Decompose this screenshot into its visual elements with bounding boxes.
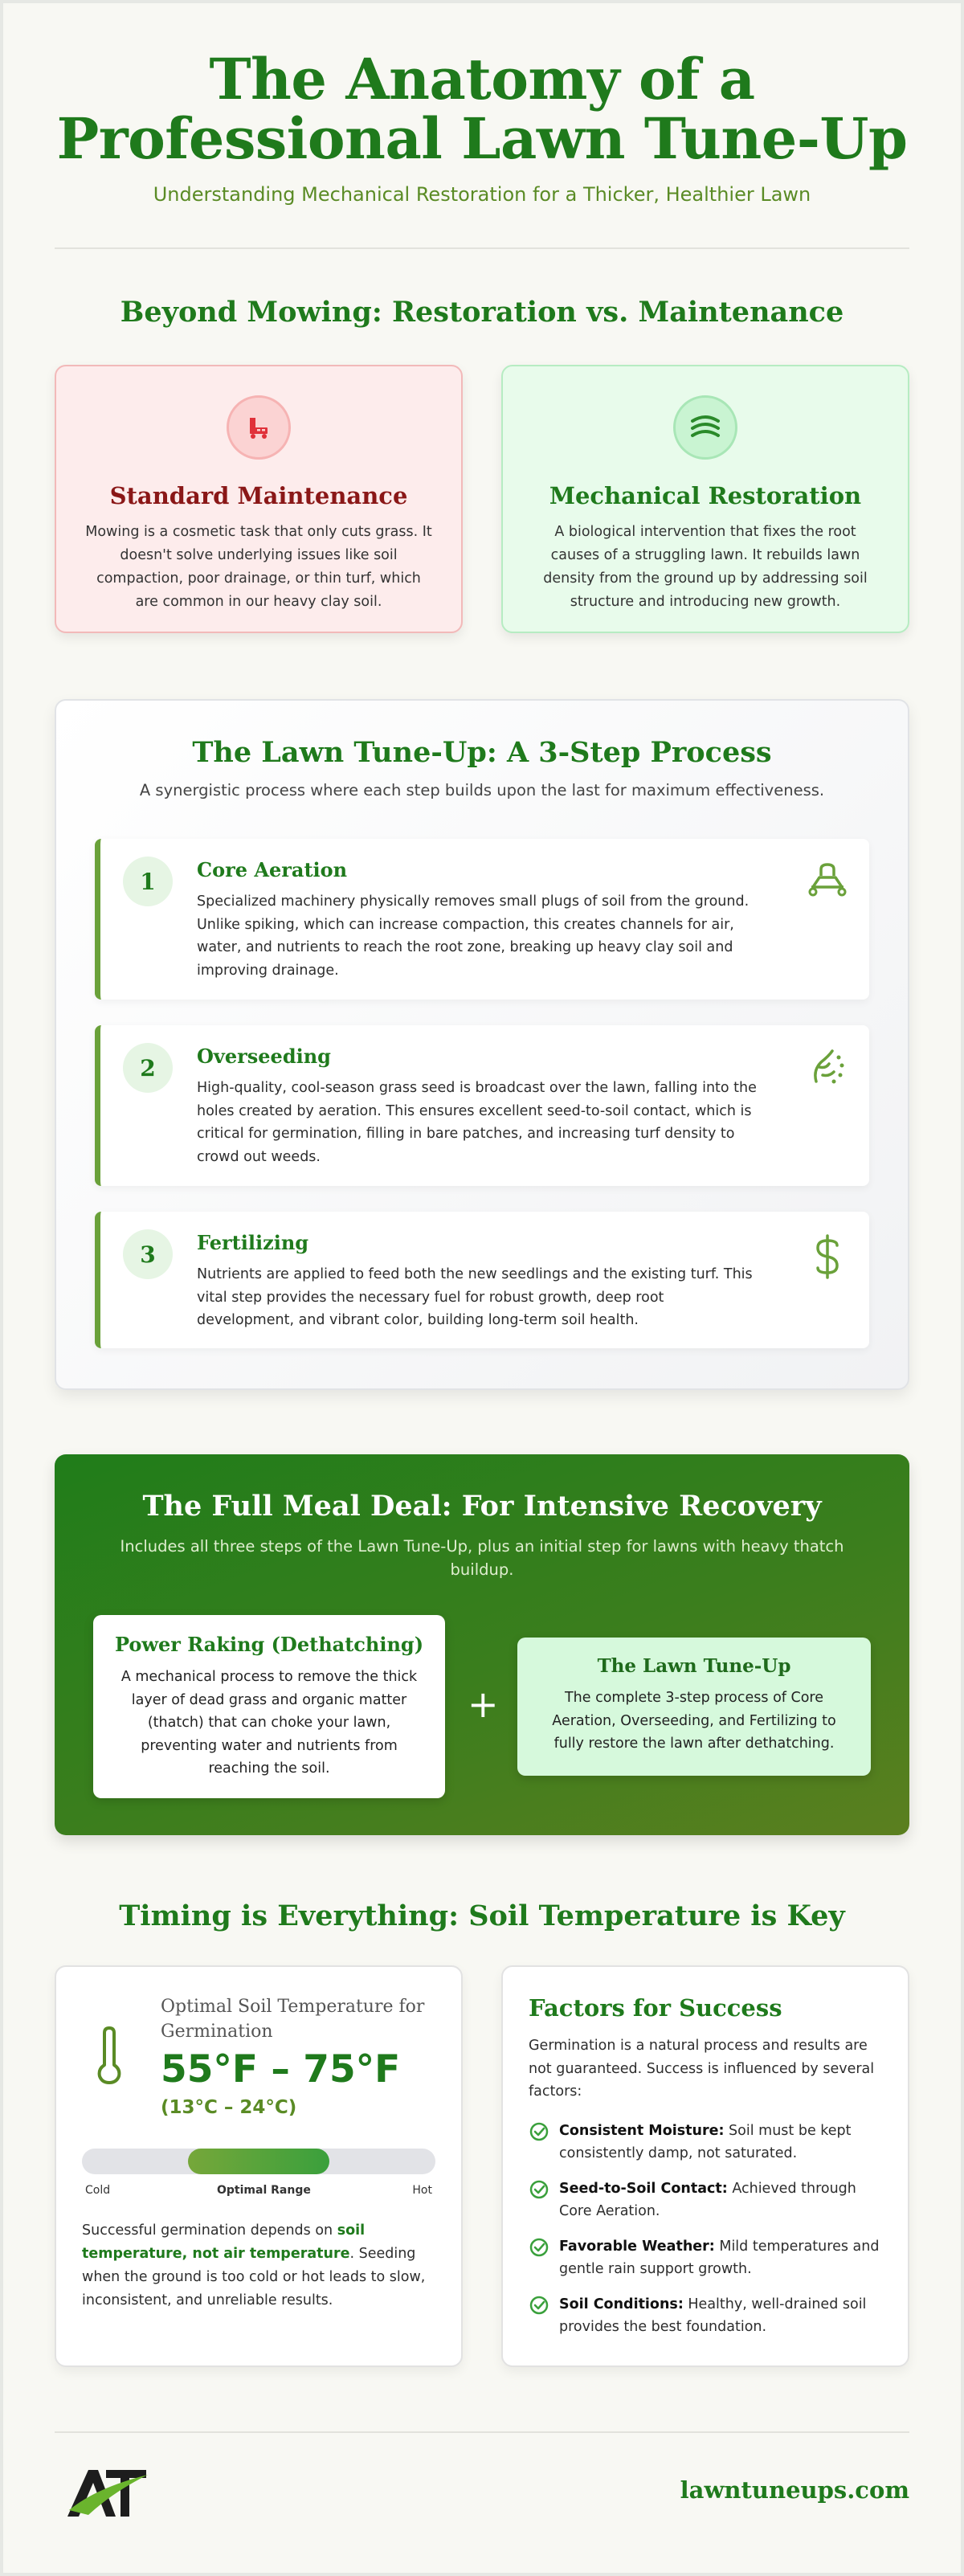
factor-item: Consistent Moisture: Soil must be kept c… xyxy=(529,2120,887,2165)
process-lead: A synergistic process where each step bu… xyxy=(139,781,825,799)
card-title: Mechanical Restoration xyxy=(549,482,862,509)
hero-header: The Anatomy of a Professional Lawn Tune-… xyxy=(55,50,909,206)
card-text: Mowing is a cosmetic task that only cuts… xyxy=(85,524,432,610)
step-fertilizing: 3 Fertilizing Nutrients are applied to f… xyxy=(95,1212,869,1348)
mechanical-restoration-card: Mechanical Restoration A biological inte… xyxy=(501,365,909,633)
check-circle-icon xyxy=(529,2296,549,2315)
full-meal-deal-panel: The Full Meal Deal: For Intensive Recove… xyxy=(55,1454,909,1835)
temp-explanation: Successful germination depends on soil t… xyxy=(82,2222,426,2308)
standard-maintenance-card: Standard Maintenance Mowing is a cosmeti… xyxy=(55,365,463,633)
power-raking-box: Power Raking (Dethatching) A mechanical … xyxy=(93,1615,445,1798)
step-text: High-quality, cool-season grass seed is … xyxy=(197,1080,757,1165)
footer-divider xyxy=(55,2431,909,2433)
meal-deal-title: The Full Meal Deal: For Intensive Recove… xyxy=(142,1490,822,1523)
temperature-range-bar xyxy=(82,2149,435,2174)
step-number: 2 xyxy=(123,1043,173,1093)
step-title: Overseeding xyxy=(197,1045,331,1068)
factors-title: Factors for Success xyxy=(529,1994,782,2022)
step-title: Core Aeration xyxy=(197,858,348,881)
box-text: A mechanical process to remove the thick… xyxy=(120,1669,418,1777)
seed-icon xyxy=(805,1046,850,1091)
factors-card: Factors for Success Germination is a nat… xyxy=(501,1965,909,2367)
timing-title: Timing is Everything: Soil Temperature i… xyxy=(119,1899,845,1932)
check-circle-icon xyxy=(529,2238,549,2257)
step-core-aeration: 1 Core Aeration Specialized machinery ph… xyxy=(95,839,869,1000)
step-text: Specialized machinery physically removes… xyxy=(197,893,750,979)
step-number: 3 xyxy=(123,1229,173,1279)
website-link[interactable]: lawntuneups.com xyxy=(680,2476,909,2504)
temp-fahrenheit: 55°F – 75°F xyxy=(161,2047,401,2091)
temp-heading: Optimal Soil Temperature for Germination xyxy=(161,1997,425,2042)
box-text: The complete 3-step process of Core Aera… xyxy=(552,1690,836,1752)
factor-item: Favorable Weather: Mild temperatures and… xyxy=(529,2235,887,2280)
company-logo xyxy=(64,2464,153,2525)
aerator-icon xyxy=(805,860,850,905)
meal-deal-lead: Includes all three steps of the Lawn Tun… xyxy=(120,1537,844,1579)
process-panel: The Lawn Tune-Up: A 3-Step Process A syn… xyxy=(55,699,909,1390)
label-optimal: Optimal Range xyxy=(217,2184,311,2197)
comparison-title: Beyond Mowing: Restoration vs. Maintenan… xyxy=(120,296,844,329)
box-title: Power Raking (Dethatching) xyxy=(114,1633,424,1656)
lawnmower-icon xyxy=(227,395,291,460)
page-subtitle: Understanding Mechanical Restoration for… xyxy=(153,183,811,206)
factors-lead: Germination is a natural process and res… xyxy=(529,2038,875,2100)
label-cold: Cold xyxy=(85,2184,111,2197)
factor-item: Soil Conditions: Healthy, well-drained s… xyxy=(529,2293,887,2338)
temp-celsius: (13°C – 24°C) xyxy=(161,2097,297,2118)
process-title: The Lawn Tune-Up: A 3-Step Process xyxy=(192,736,772,769)
optimal-range-fill xyxy=(188,2149,329,2174)
soil-temperature-card: Optimal Soil Temperature for Germination… xyxy=(55,1965,463,2367)
lawn-tune-up-box: The Lawn Tune-Up The complete 3-step pro… xyxy=(517,1638,871,1776)
grass-layers-icon xyxy=(673,395,737,460)
step-number: 1 xyxy=(123,857,173,906)
card-text: A biological intervention that fixes the… xyxy=(543,524,868,610)
plus-icon: + xyxy=(468,1683,499,1726)
dollar-icon xyxy=(805,1233,850,1284)
check-circle-icon xyxy=(529,2122,549,2141)
divider xyxy=(55,247,909,249)
factor-item: Seed-to-Soil Contact: Achieved through C… xyxy=(529,2177,887,2222)
thermometer-icon xyxy=(93,2025,125,2089)
step-text: Nutrients are applied to feed both the n… xyxy=(197,1266,753,1328)
page-title: The Anatomy of a Professional Lawn Tune-… xyxy=(56,46,908,172)
step-overseeding: 2 Overseeding High-quality, cool-season … xyxy=(95,1025,869,1186)
box-title: The Lawn Tune-Up xyxy=(597,1655,791,1677)
check-circle-icon xyxy=(529,2180,549,2199)
label-hot: Hot xyxy=(412,2184,432,2197)
step-title: Fertilizing xyxy=(197,1231,309,1254)
card-title: Standard Maintenance xyxy=(109,482,408,509)
